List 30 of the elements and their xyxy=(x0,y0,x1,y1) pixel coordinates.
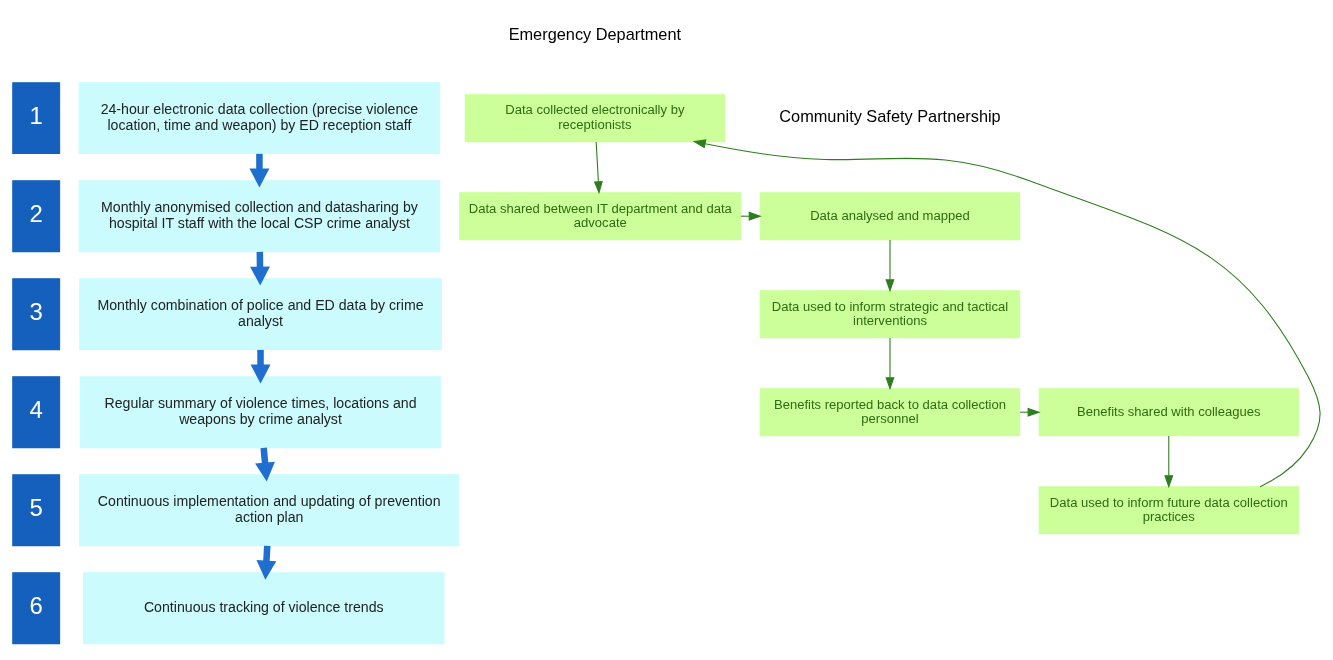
arrow xyxy=(249,153,270,188)
node-box: Monthly combination of police and ED data by crime analyst xyxy=(79,278,442,351)
node-box: Data used to inform future data collection practices xyxy=(1038,486,1299,535)
arrow xyxy=(1164,435,1174,489)
arrow xyxy=(250,349,271,384)
node-box: Data collected electronically by receptionists xyxy=(464,94,725,143)
node-box: Data analysed and mapped xyxy=(759,192,1021,241)
label: Community Safety Partnership xyxy=(779,106,1001,125)
node-box: Data shared between IT department and data advocate xyxy=(459,192,742,241)
node-box: 1 xyxy=(12,82,61,155)
arrow xyxy=(593,141,603,195)
node-box: Data used to inform strategic and tactical interventions xyxy=(759,290,1021,339)
node-box: Continuous implementation and updating of prevention action plan xyxy=(79,474,460,547)
node-box: 2 xyxy=(12,180,61,253)
arrow xyxy=(885,239,895,293)
node-box: Benefits reported back to data collection personnel xyxy=(759,388,1021,437)
node-box: 24-hour electronic data collection (precise violence location, time and weapon) by ED reception staff xyxy=(78,82,441,155)
node-box: Continuous tracking of violence trends xyxy=(83,572,445,645)
arrow xyxy=(885,337,895,391)
arrow xyxy=(255,447,275,482)
node-box: 3 xyxy=(12,278,61,351)
node-box: Regular summary of violence times, locations and weapons by crime analyst xyxy=(79,376,442,449)
arrow xyxy=(256,545,277,580)
label: Emergency Department xyxy=(508,24,682,43)
node-box: Monthly anonymised collection and datasharing by hospital IT staff with the local CSP crime analyst xyxy=(78,180,441,253)
node-box: Benefits shared with colleagues xyxy=(1038,388,1299,437)
node-box: 4 xyxy=(12,376,61,449)
node-box: 6 xyxy=(12,572,61,645)
node-box: 5 xyxy=(12,474,61,547)
arrow xyxy=(692,139,1321,488)
